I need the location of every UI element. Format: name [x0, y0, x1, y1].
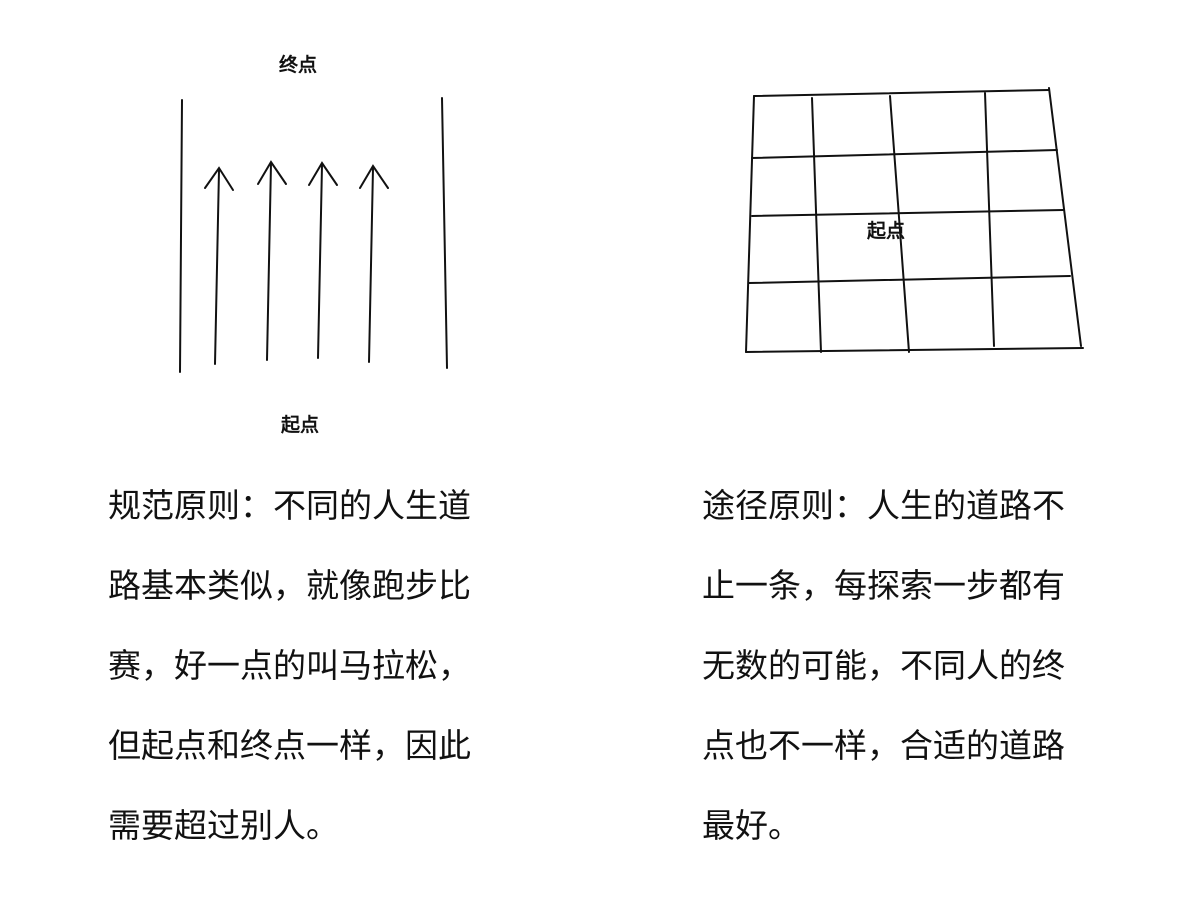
grid-line: [748, 275, 1071, 284]
text-line: 需要超过别人。: [108, 806, 339, 845]
text-line: 途径原则：人生的道路不: [702, 486, 1065, 525]
lane-arrow: [308, 161, 338, 359]
lane-arrow: [359, 164, 389, 363]
text-line: 路基本类似，就像跑步比: [108, 566, 471, 605]
grid-top-edge: [753, 89, 1050, 97]
text-line: 点也不一样，合适的道路: [702, 726, 1065, 765]
lane-arrow: [204, 166, 234, 365]
grid-bottom-edge: [745, 347, 1084, 353]
grid-line: [751, 149, 1058, 159]
text-line: 最好。: [702, 806, 801, 845]
grid-line: [811, 97, 822, 353]
normative-principle-text: 规范原则：不同的人生道 路基本类似，就像跑步比 赛，好一点的叫马拉松， 但起点和…: [108, 466, 471, 866]
left-track-diagram: [179, 97, 448, 373]
grid-line: [751, 209, 1064, 217]
grid-right-edge: [1048, 87, 1082, 347]
text-line: 赛，好一点的叫马拉松，: [108, 646, 471, 685]
end-point-label: 终点: [279, 54, 318, 76]
right-grid-diagram: [745, 87, 1084, 353]
track-right-boundary: [441, 97, 448, 369]
grid-line: [889, 95, 910, 353]
grid-line: [984, 92, 995, 347]
text-line: 止一条，每探索一步都有: [702, 566, 1065, 605]
path-principle-text: 途径原则：人生的道路不 止一条，每探索一步都有 无数的可能，不同人的终 点也不一…: [702, 466, 1065, 866]
grid-left-edge: [745, 95, 755, 353]
lane-arrow: [257, 160, 287, 361]
start-point-label: 起点: [281, 414, 320, 436]
text-line: 但起点和终点一样，因此: [108, 726, 471, 765]
text-line: 规范原则：不同的人生道: [108, 486, 471, 525]
grid-start-point-label: 起点: [867, 220, 906, 242]
text-line: 无数的可能，不同人的终: [702, 646, 1065, 685]
track-left-boundary: [179, 99, 183, 373]
